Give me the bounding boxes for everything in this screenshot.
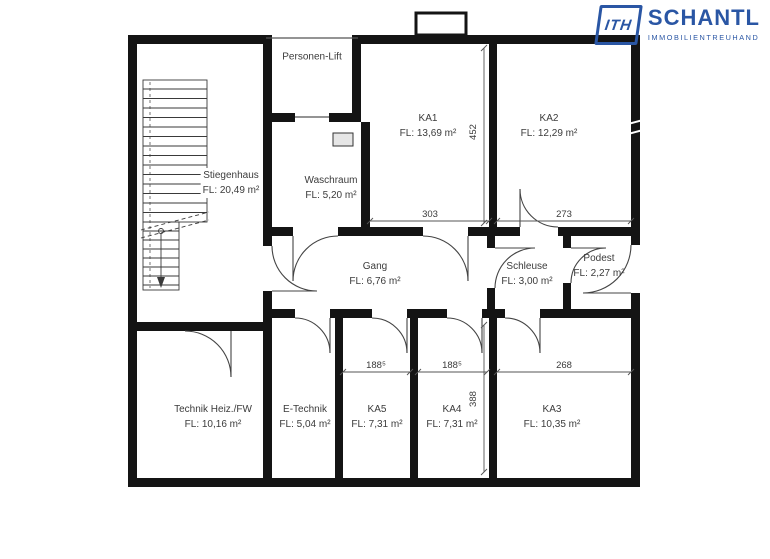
room-area: FL: 5,04 m²	[279, 419, 331, 430]
room-area: FL: 6,76 m²	[349, 276, 401, 287]
room-label-ka3: KA3 FL: 10,35 m²	[524, 402, 581, 432]
dim-273: 273	[556, 209, 572, 220]
brand-text: SCHANTL IMMOBILIENTREUHAND	[647, 5, 760, 43]
dim-388: 388	[468, 391, 479, 407]
dim-452: 452	[468, 124, 479, 140]
ith-monogram-icon: ITH	[594, 5, 643, 45]
room-label-stiegenhaus: Stiegenhaus FL: 20,49 m²	[200, 168, 262, 198]
dimension-texts: 303 273 188⁵ 188⁵ 268 452 388	[365, 123, 574, 409]
room-name: KA5	[367, 404, 387, 415]
room-label-technik: Technik Heiz./FW FL: 10,16 m²	[174, 402, 252, 432]
room-area: FL: 7,31 m²	[351, 419, 403, 430]
room-name: KA4	[442, 404, 462, 415]
shaft-symbol	[414, 11, 468, 37]
room-label-waschraum: Waschraum FL: 5,20 m²	[305, 173, 358, 203]
room-name: E-Technik	[283, 404, 327, 415]
thin-lines	[266, 37, 358, 118]
room-label-ka4: KA4 FL: 7,31 m²	[426, 402, 477, 432]
room-name: KA1	[418, 113, 438, 124]
room-name: Waschraum	[304, 175, 358, 186]
dim-268: 268	[556, 360, 572, 371]
room-name: KA2	[539, 113, 559, 124]
room-area: FL: 12,29 m²	[520, 128, 578, 139]
room-name: KA3	[542, 404, 562, 415]
room-area: FL: 3,00 m²	[501, 276, 553, 287]
room-area: FL: 20,49 m²	[202, 185, 260, 196]
room-area: FL: 10,35 m²	[523, 419, 581, 430]
dim-303: 303	[422, 209, 438, 220]
brand-logo: ITH SCHANTL IMMOBILIENTREUHAND	[594, 5, 760, 45]
room-area: FL: 7,31 m²	[426, 419, 478, 430]
room-label-e-technik: E-Technik FL: 5,04 m²	[279, 402, 330, 432]
door-swings	[184, 188, 632, 378]
room-label-ka1: KA1 FL: 13,69 m²	[400, 111, 457, 141]
room-name: Podest	[583, 253, 615, 264]
staircase	[140, 79, 210, 291]
room-name: Stiegenhaus	[203, 170, 259, 181]
room-area: FL: 10,16 m²	[184, 419, 242, 430]
room-label-ka2: KA2 FL: 12,29 m²	[521, 111, 578, 141]
stair-direction-arrow	[157, 277, 165, 288]
brand-name: SCHANTL	[647, 5, 760, 30]
room-name: Technik Heiz./FW	[174, 404, 252, 415]
room-label-schleuse: Schleuse FL: 3,00 m²	[501, 259, 552, 289]
room-area: FL: 2,27 m²	[573, 268, 625, 279]
dim-188a: 188⁵	[366, 360, 386, 371]
room-label-gang: Gang FL: 6,76 m²	[349, 259, 400, 289]
wall-break-ticks	[627, 119, 644, 135]
dimension-lines	[339, 44, 635, 476]
dim-188b: 188⁵	[442, 360, 462, 371]
room-name: Personen-Lift	[282, 51, 342, 63]
room-area: FL: 5,20 m²	[305, 190, 357, 201]
room-label-podest: Podest FL: 2,27 m²	[573, 251, 624, 281]
washroom-fixture	[332, 132, 354, 147]
lift-shaft-walls	[263, 35, 361, 122]
outer-walls	[128, 35, 640, 487]
room-name: Gang	[362, 261, 388, 272]
room-name: Schleuse	[506, 261, 548, 272]
brand-tagline: IMMOBILIENTREUHAND	[647, 33, 760, 42]
interior-walls	[128, 44, 640, 478]
room-area: FL: 13,69 m²	[399, 128, 457, 139]
room-label-personen-lift: Personen-Lift	[282, 50, 341, 65]
room-label-ka5: KA5 FL: 7,31 m²	[351, 402, 402, 432]
